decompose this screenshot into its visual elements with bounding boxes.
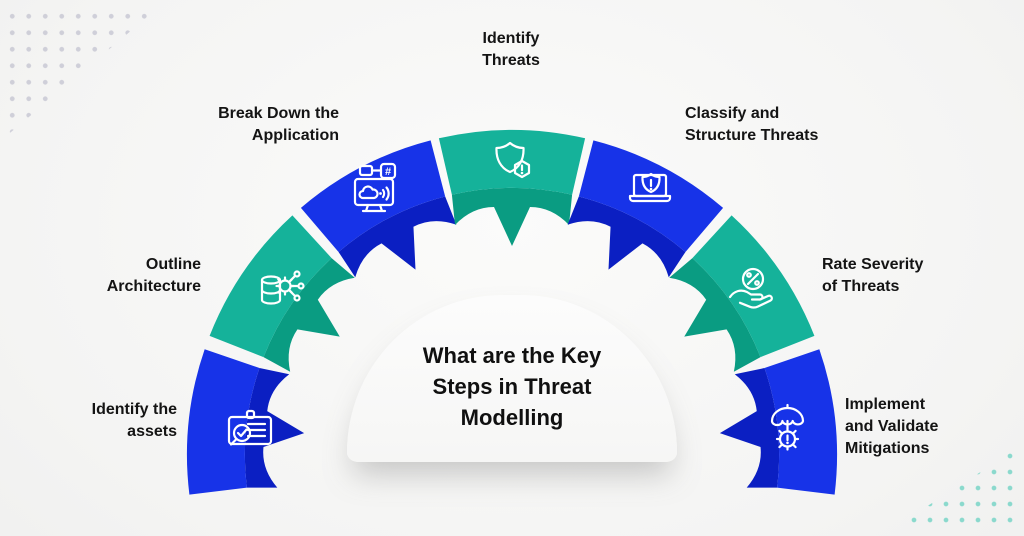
wedge-fan-identify-threats (438, 129, 586, 195)
wedge-fan-identify-the-assets (187, 349, 260, 495)
step-label-identify-threats: Identify Threats (482, 30, 540, 70)
step-label-rate-severity-of-threats: Rate Severity of Threats (822, 256, 924, 296)
laptop-shield-icon (628, 172, 672, 203)
hand-percent-icon (728, 267, 773, 309)
step-label-outline-architecture: Outline Architecture (106, 256, 201, 296)
wedge-fan-outline-architecture (209, 215, 332, 358)
database-network-icon (260, 270, 305, 305)
wedge-pointer-classify-and-structure-threats (567, 196, 686, 278)
wedge-pointer-outline-architecture (263, 258, 355, 372)
wedge-pointer-rate-severity-of-threats (669, 258, 761, 372)
wedge-fan-implement-and-validate-mitigations (764, 349, 837, 495)
wedge-break-down-the-application (300, 140, 457, 278)
diagram-title: What are the Key Steps in Threat Modelli… (422, 343, 602, 430)
wedge-pointer-identify-the-assets (245, 368, 305, 488)
wedge-pointer-implement-and-validate-mitigations (719, 368, 779, 488)
step-label-implement-and-validate-mitigations: Implement and Validate Mitigations (845, 396, 939, 458)
shield-alert-icon (495, 141, 531, 179)
umbrella-gear-icon (770, 403, 805, 451)
wedge-implement-and-validate-mitigations (719, 349, 837, 495)
asset-card-search-icon (227, 409, 273, 446)
wedge-outline-architecture (209, 215, 355, 372)
wedge-rate-severity-of-threats (669, 215, 815, 372)
step-label-break-down-the-application: Break Down the Application (218, 105, 339, 145)
step-label-classify-and-structure-threats: Classify and Structure Threats (685, 105, 819, 145)
step-label-identify-the-assets: Identify the assets (91, 401, 177, 441)
wedge-identify-the-assets (187, 349, 305, 495)
wedge-pointer-break-down-the-application (338, 196, 457, 278)
wedge-fan-rate-severity-of-threats (692, 215, 815, 358)
wedge-fan-break-down-the-application (300, 140, 446, 252)
svg-text:#: # (385, 166, 391, 178)
wedge-pointer-identify-threats (451, 187, 573, 246)
application-monitor-icon: # (353, 162, 397, 213)
wedge-identify-threats (438, 129, 586, 246)
